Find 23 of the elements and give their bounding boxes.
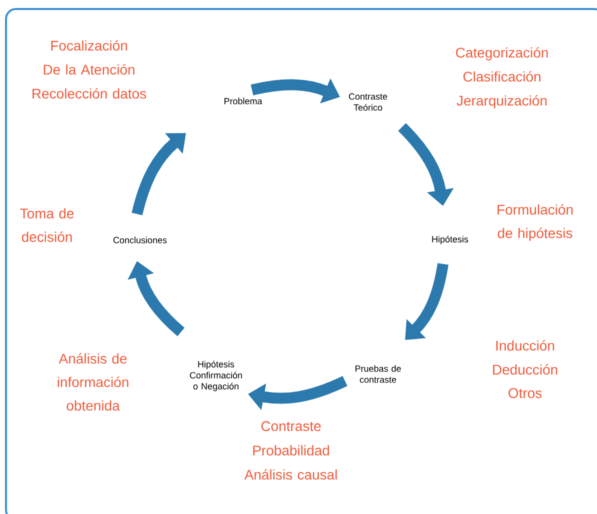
arrow bbox=[132, 133, 186, 216]
stage-label: Hipótesis Confirmación o Negación bbox=[190, 360, 242, 392]
arrow bbox=[405, 263, 448, 340]
note-text: Jerarquización bbox=[456, 95, 547, 108]
note-text: Análisis de información obtenida bbox=[58, 353, 128, 411]
stage-label: Pruebas de contraste bbox=[355, 365, 401, 383]
note-text: Clasificación bbox=[463, 71, 540, 82]
note-text: Probabilidad bbox=[253, 445, 329, 456]
stage-label: Conclusiones bbox=[113, 236, 167, 244]
stage-label: Hipótesis bbox=[432, 236, 468, 244]
stage-label: Contraste Teórico bbox=[348, 93, 388, 111]
note-text: Recolección datos bbox=[32, 88, 146, 99]
note-text: Inducción bbox=[496, 340, 554, 351]
stage-label: Problema bbox=[224, 98, 262, 104]
note-text: De la Atención bbox=[44, 64, 134, 75]
note-text: Toma de decisión bbox=[20, 208, 74, 242]
note-text: Análisis causal bbox=[244, 469, 337, 480]
note-text: Focalización bbox=[51, 40, 127, 51]
note-text: Otros bbox=[508, 388, 542, 398]
note-text: Categorización bbox=[456, 47, 548, 60]
note-text: Contraste bbox=[261, 421, 321, 432]
note-text: Formulación de hipótesis bbox=[498, 204, 573, 241]
note-text: Deducción bbox=[493, 364, 558, 375]
